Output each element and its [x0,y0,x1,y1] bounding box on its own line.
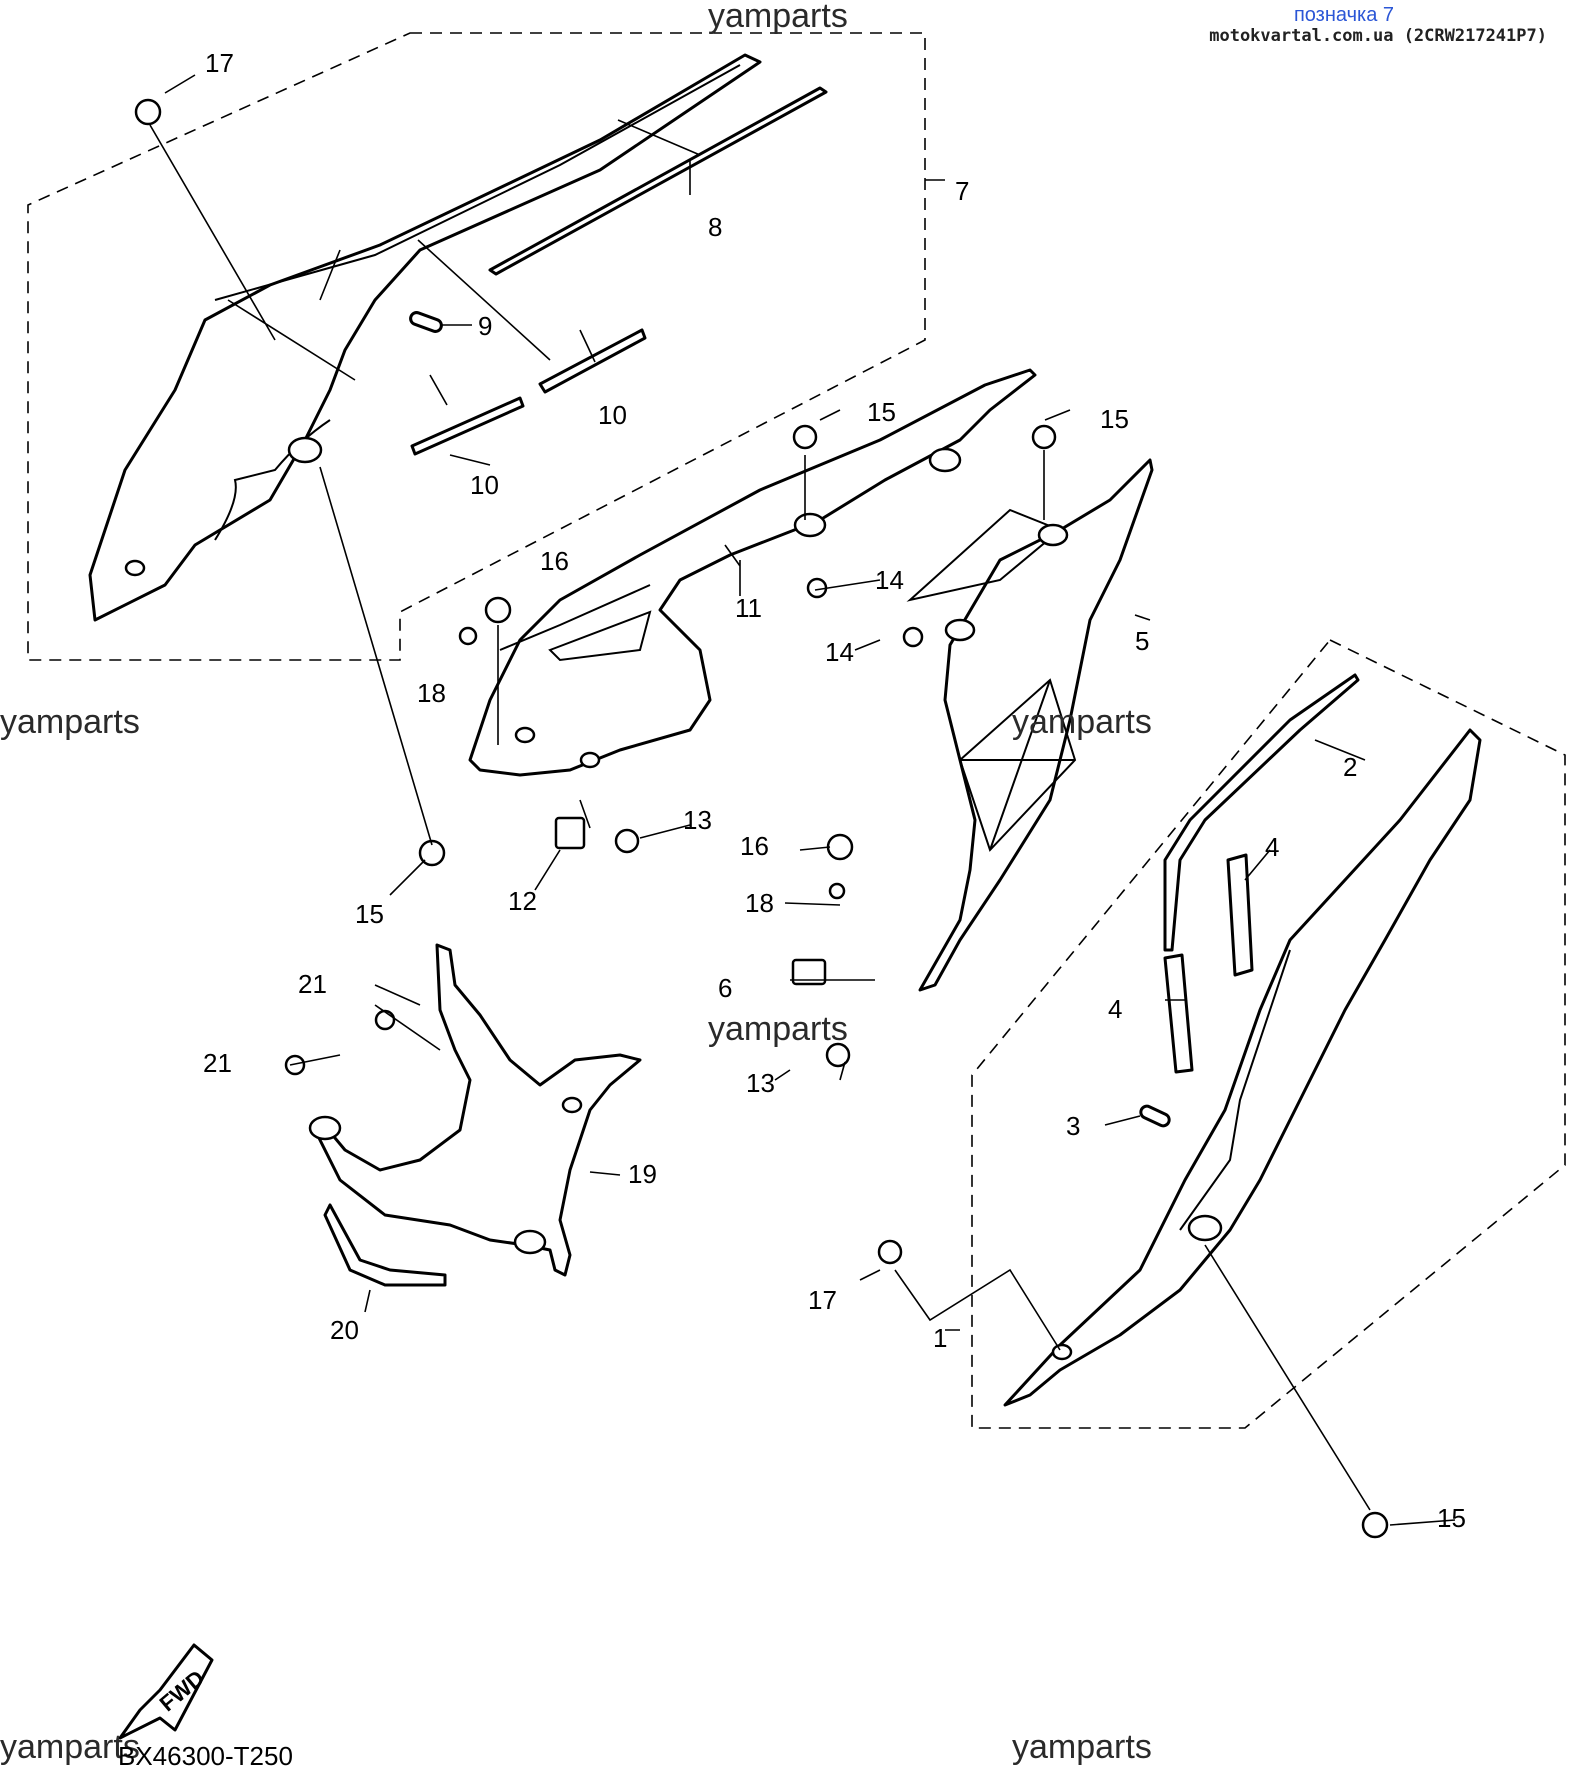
strip-4b [1163,953,1194,1074]
callout: 15 [1437,1503,1466,1533]
watermark: yamparts [1012,703,1152,741]
callout: 13 [746,1068,775,1098]
callout: 13 [683,805,712,835]
leader-lines [149,74,1456,1526]
source-label: motokvartal.com.ua (2CRW217241P7) [1209,26,1547,46]
callout: 9 [478,311,492,341]
lower-cowl-19 [308,943,642,1277]
callout: 21 [298,969,327,999]
group-frame-1 [971,639,1566,1429]
callout: 15 [1100,404,1129,434]
callout: 8 [708,212,722,242]
strip-20 [323,1203,447,1287]
callout: 11 [735,593,762,623]
pin-9 [409,311,443,333]
hardware [134,98,1389,1539]
side-cover-lower [1003,728,1482,1407]
side-cover-upper [88,53,762,622]
callout: 14 [875,565,904,595]
callout: 15 [355,899,384,929]
air-duct-panel-5 [906,458,1154,992]
watermark: yamparts [708,0,848,35]
trim-strip-8 [488,86,828,276]
strip-10a [538,328,647,394]
callout: 19 [628,1159,657,1189]
callout: 10 [598,400,627,430]
callout: 7 [955,176,969,206]
strip-10b [410,396,525,456]
callout: 18 [745,888,774,918]
watermark: yamparts [708,1010,848,1048]
callout: 5 [1135,626,1149,656]
pin-3 [1139,1104,1171,1128]
watermark: yamparts [0,703,140,741]
callout: 21 [203,1048,232,1078]
callout: 6 [718,973,732,1003]
callout: 18 [417,678,446,708]
callout: 3 [1066,1111,1080,1141]
group-frame-7 [27,32,926,661]
callout: 14 [825,637,854,667]
callout: 4 [1265,832,1279,862]
callout: 4 [1108,994,1122,1024]
callout: 20 [330,1315,359,1345]
trim-strip-2 [1163,673,1360,952]
callout: 1 [933,1323,947,1353]
watermark: yamparts [0,1728,140,1766]
callout: 12 [508,886,537,916]
callout: 2 [1343,752,1357,782]
forward-arrow-icon: FWD [118,1643,214,1740]
callout: 16 [540,546,569,576]
reference-link[interactable]: позначка 7 [1293,4,1394,26]
strip-4a [1226,853,1254,977]
callout: 16 [740,831,769,861]
callout: 17 [808,1285,837,1315]
watermark: yamparts [1012,1728,1152,1766]
callout: 15 [867,397,896,427]
diagram-code: BX46300-T250 [118,1741,293,1771]
callout: 17 [205,48,234,78]
inner-panel-11 [468,368,1037,777]
callout: 10 [470,470,499,500]
